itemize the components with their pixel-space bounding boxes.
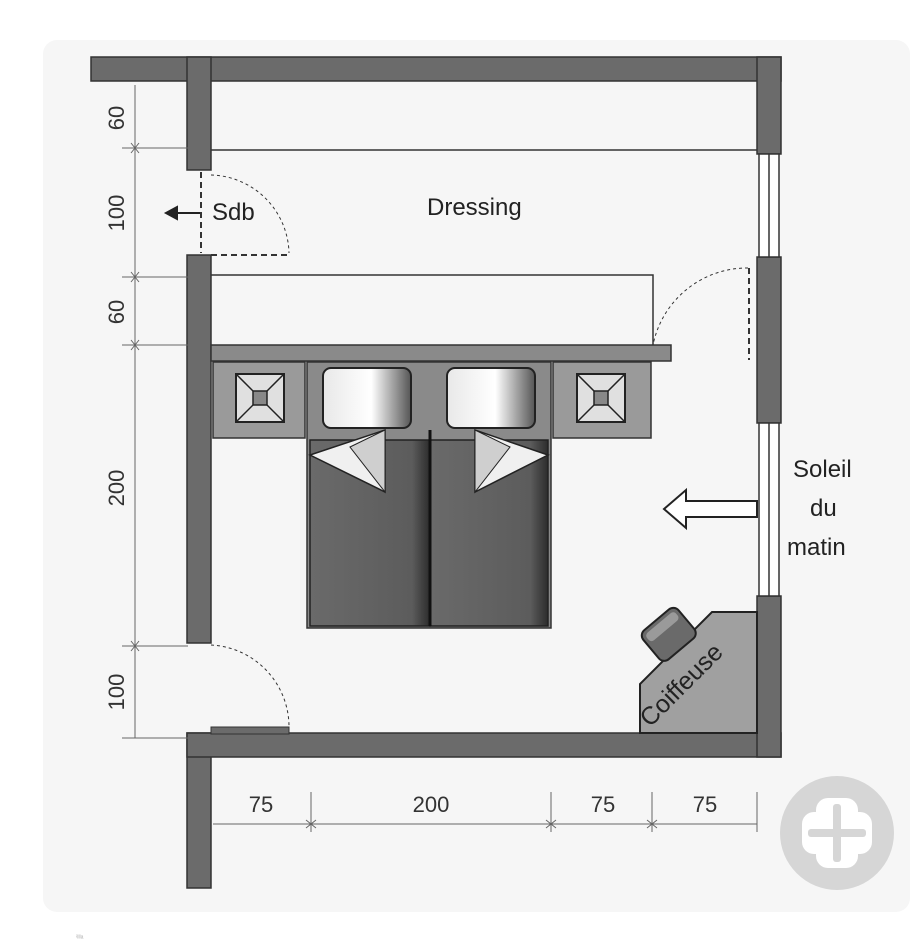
nightstand-left — [212, 361, 306, 439]
dim-v-1: 60 — [104, 106, 129, 130]
headboard-shelf — [210, 344, 672, 362]
footer-mark: ⁱˡᴵᴵᵃ — [76, 935, 84, 942]
wall-left-upper — [186, 56, 212, 171]
sun-label-line1: Soleil — [793, 456, 852, 483]
sun-arrow — [662, 487, 758, 531]
sun-label-line2: du — [810, 495, 837, 522]
dim-v-5: 100 — [104, 674, 129, 711]
dressing-area — [210, 149, 757, 362]
walls — [90, 56, 782, 889]
dim-h-4: 75 — [693, 792, 717, 817]
watermark-logo — [780, 776, 894, 890]
dim-h-1: 75 — [249, 792, 273, 817]
bathroom-door — [200, 172, 290, 256]
sdb-arrow — [163, 205, 200, 221]
entrance-door — [210, 644, 290, 735]
vanity-stool — [640, 606, 697, 662]
windows — [758, 153, 780, 597]
vanity: Coiffeuse — [634, 606, 758, 734]
dim-v-2: 100 — [104, 195, 129, 232]
wall-right-middle — [756, 256, 782, 424]
dim-h-2: 200 — [413, 792, 450, 817]
pillow-left — [322, 367, 412, 429]
sun-label-line3: matin — [787, 534, 846, 561]
dressing-door — [652, 267, 750, 360]
nightstand-right — [552, 361, 652, 439]
wardrobe-bottom — [211, 274, 654, 345]
wall-bottom — [186, 732, 782, 758]
vertical-dimensions — [122, 85, 188, 739]
wall-right-bottom — [756, 595, 782, 758]
wall-right-top — [756, 56, 782, 155]
pillow-right — [446, 367, 536, 429]
bed — [306, 361, 552, 629]
dressing-label: Dressing — [427, 194, 522, 221]
dim-h-3: 75 — [591, 792, 615, 817]
horizontal-dimensions — [213, 792, 758, 832]
dim-v-3: 60 — [104, 300, 129, 324]
wall-left-middle — [186, 254, 212, 644]
sdb-label: Sdb — [212, 199, 255, 226]
wall-left-lower — [186, 732, 212, 889]
dim-v-4: 200 — [104, 470, 129, 507]
